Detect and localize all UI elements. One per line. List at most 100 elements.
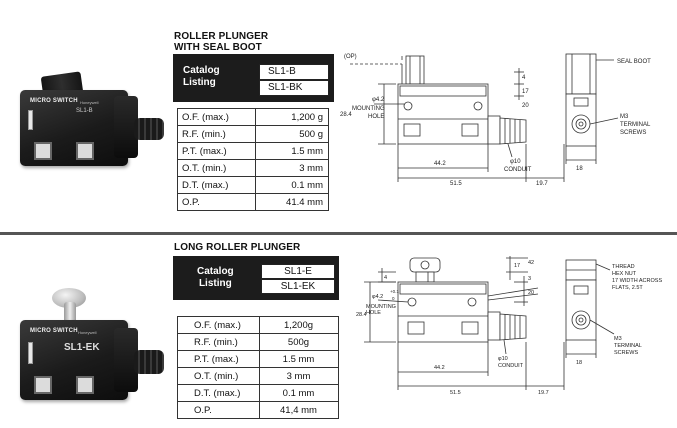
table-row: D.T. (max.)0.1 mm [177,384,339,402]
spec-value: 1,200g [259,316,339,334]
tolerance-zero-label: 0 [392,296,395,301]
spec-key: O.F. (max.) [177,108,256,126]
table-row: P.T. (max.)1.5 mm [177,350,339,368]
spec-value: 3 mm [259,367,339,385]
section-title-line-1: ROLLER PLUNGER [174,31,269,42]
dim-20-label: 20 [522,103,529,109]
section-title: LONG ROLLER PLUNGER [174,242,300,253]
screws-label: SCREWS [614,350,638,356]
section-divider [0,232,677,235]
dim-4-label: 4 [522,75,526,81]
spec-key: P.T. (max.) [177,350,260,368]
catalog-label: Catalog Listing [183,65,220,89]
spec-key: P.T. (max.) [177,142,256,160]
catalog-label: Catalog Listing [197,266,234,290]
dimension-drawing-long-roller-plunger: φ4.2 +0.1 0 MOUNTING HOLE 28.4 4 17 20 3… [356,256,662,396]
spec-key: R.F. (min.) [177,333,260,351]
dim-20-label: 20 [528,290,534,296]
spec-value: 0.1 mm [259,384,339,402]
dimension-drawing-roller-plunger: (OP) SEAL BOOT φ4.2 MOUNTING HOLE 28.4 4… [340,53,651,187]
spec-value: 41.4 mm [255,193,329,211]
catalog-listing-box: Catalog Listing SL1-B SL1-BK [173,54,334,102]
length-515-label: 51.5 [450,181,462,187]
dim-17-label: 17 [522,89,529,95]
dim-3-label: 3 [528,276,531,282]
length-442-label: 44.2 [434,161,446,167]
height-dim-label: 28.4 [356,312,367,318]
length-515-label: 51.5 [450,390,461,396]
spec-value: 0.1 mm [255,176,329,194]
photo-note-label: Honeywell [80,100,99,105]
mounting-label: MOUNTING [366,304,396,310]
dim-42-label: 42 [528,260,534,266]
table-row: O.T. (min.)3 mm [177,367,339,385]
photo-brand-label: MICRO SWITCH [30,98,78,104]
spec-key: O.P. [177,401,260,419]
length-442-label: 44.2 [434,365,445,371]
table-row: O.F. (max.)1,200g [177,316,339,334]
table-row: D.T. (max.)0.1 mm [177,176,329,194]
catalog-value-2: SL1-BK [259,80,329,96]
spec-key: O.F. (max.) [177,316,260,334]
conduit-dia-label: φ10 [510,159,521,165]
spec-value: 1.5 mm [259,350,339,368]
length-197-label: 19.7 [536,181,548,187]
catalog-value-1: SL1-B [259,64,329,80]
section-title: ROLLER PLUNGER WITH SEAL BOOT [174,31,268,53]
spec-value: 1,200 g [255,108,329,126]
spec-key: O.P. [177,193,256,211]
catalog-value-1: SL1-E [261,264,335,279]
screws-label: SCREWS [620,130,646,136]
terminal-label: TERMINAL [614,343,642,349]
terminal-label: TERMINAL [620,122,651,128]
spec-value: 41,4 mm [259,401,339,419]
table-row: O.P.41,4 mm [177,401,339,419]
photo-brand-label: MICRO SWITCH [30,328,78,334]
width-across-label: 17 WIDTH ACROSS [612,278,662,284]
tolerance-plus-label: +0.1 [390,289,399,294]
spec-table: O.F. (max.)1,200g R.F. (min.)500g P.T. (… [177,316,339,419]
photo-catalog-label: SL1-B [76,108,93,114]
table-row: O.F. (max.)1,200 g [177,108,329,126]
section-long-roller-plunger: MICRO SWITCH Honeywell SL1-EK LONG ROLLE… [0,236,677,428]
hole-label: HOLE [366,310,381,316]
table-row: P.T. (max.)1.5 mm [177,142,329,160]
spec-key: R.F. (min.) [177,125,256,143]
hole-label: HOLE [368,114,384,120]
spec-key: O.T. (min.) [177,367,260,385]
spec-key: D.T. (max.) [177,384,260,402]
product-photo-long-roller-plunger: MICRO SWITCH Honeywell SL1-EK [18,288,168,418]
spec-value: 500g [259,333,339,351]
section-title-line-2: WITH SEAL BOOT [174,42,262,53]
m3-label: M3 [614,336,622,342]
height-dim-label: 28.4 [340,112,352,118]
spec-value: 3 mm [255,159,329,177]
spec-key: D.T. (max.) [177,176,256,194]
catalog-label-line-2: Listing [183,77,216,88]
conduit-dia-label: φ10 [498,356,508,362]
side-width-label: 18 [576,360,582,366]
catalog-value-2: SL1-EK [261,279,335,294]
length-197-label: 19.7 [538,390,549,396]
conduit-label: CONDUIT [498,363,524,369]
dim-op-label: (OP) [344,54,357,60]
hex-nut-label: HEX NUT [612,271,637,277]
catalog-label-line-1: Catalog [183,65,220,76]
product-photo-roller-plunger: MICRO SWITCH Honeywell SL1-B [18,60,168,170]
dim-17-label: 17 [514,263,520,269]
spec-value: 500 g [255,125,329,143]
flats-label: FLATS, 2.5T [612,285,643,291]
section-roller-plunger-seal-boot: MICRO SWITCH Honeywell SL1-B ROLLER PLUN… [18,31,651,211]
spec-value: 1.5 mm [255,142,329,160]
dim-4-label: 4 [384,275,387,281]
table-row: R.F. (min.)500g [177,333,339,351]
table-row: R.F. (min.)500 g [177,125,329,143]
catalog-label-line-1: Catalog [197,266,234,277]
seal-boot-label: SEAL BOOT [617,59,651,65]
spec-key: O.T. (min.) [177,159,256,177]
conduit-label: CONDUIT [504,167,532,173]
hole-dia-label: φ4.2 [372,294,383,300]
side-width-label: 18 [576,166,583,172]
catalog-label-line-2: Listing [198,278,232,289]
table-row: O.T. (min.)3 mm [177,159,329,177]
